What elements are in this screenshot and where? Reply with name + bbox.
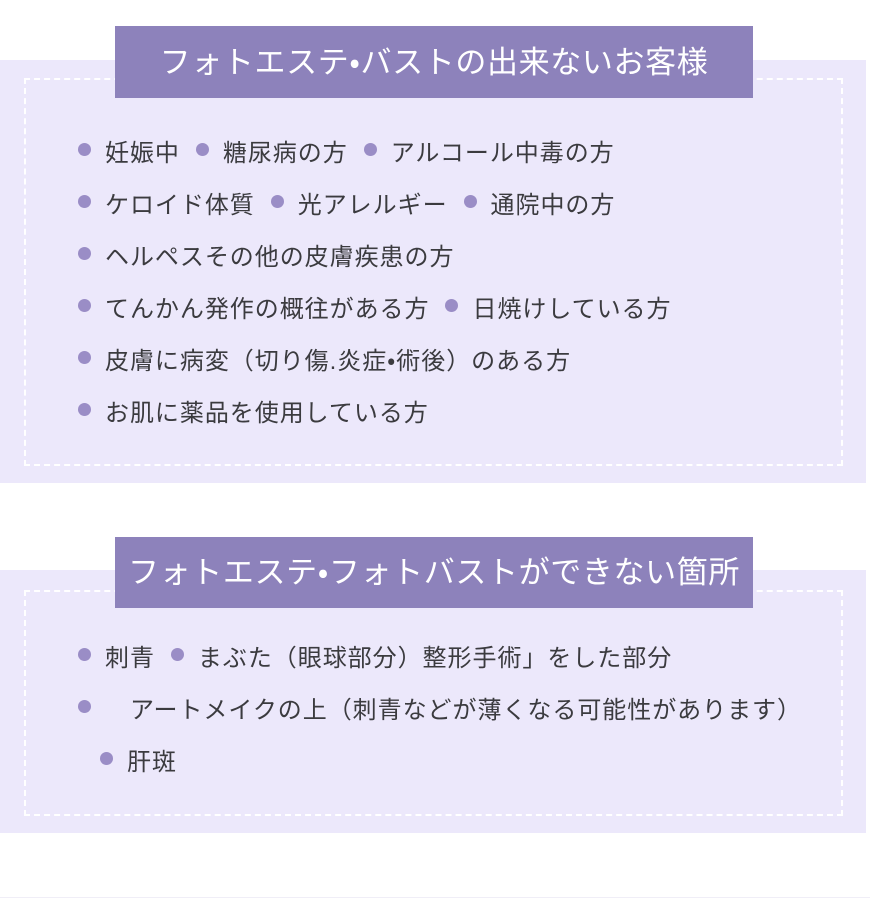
list-item: てんかん発作の概往がある方 日焼けしている方 [78, 284, 858, 336]
bullet-icon [195, 142, 209, 156]
section-header-ribbon-areas: フォトエステ・フォトバストができない箇所 [115, 537, 753, 608]
list-item-label: ヘルペスその他の皮膚疾患の方 [105, 244, 455, 271]
list-item-label: 皮膚に病変（切り傷.炎症・術後）のある方 [105, 348, 572, 375]
section-header-ribbon-restrictions: フォトエステ・バストの出来ないお客様 [115, 26, 753, 98]
list-item: アートメイクの上（刺青などが薄くなる可能性があります） 肝斑 [78, 685, 838, 789]
list-item-label: 光アレルギー [297, 192, 448, 219]
list-item-label: てんかん発作の概往がある方 [105, 296, 430, 323]
bullet-icon [78, 647, 91, 661]
list-item-label: ケロイド体質 [105, 192, 255, 219]
list-item: 妊娠中 糖尿病の方 アルコール中毒の方 [78, 128, 858, 180]
bullet-icon [78, 142, 91, 156]
bullet-icon [78, 350, 91, 364]
list-item-label: 糖尿病の方 [222, 140, 348, 167]
restriction-list: 妊娠中 糖尿病の方 アルコール中毒の方 ケロイド体質 光アレルギー 通院中の方 ヘルペス… [78, 128, 858, 440]
list-item: 刺青 まぶた（眼球部分）整形手術」をした部分 [78, 633, 838, 685]
bullet-icon [363, 142, 377, 156]
section-title-restrictions: フォトエステ・バストの出来ないお客様 [159, 44, 709, 80]
panel-background-areas [0, 570, 866, 833]
panel-background-restrictions [0, 60, 866, 483]
bullet-icon [78, 402, 91, 416]
bullet-icon [270, 194, 284, 208]
list-item-label: アルコール中毒の方 [390, 140, 615, 167]
area-list: 刺青 まぶた（眼球部分）整形手術」をした部分 アートメイクの上（刺青などが薄くなる… [78, 633, 838, 789]
list-item: ケロイド体質 光アレルギー 通院中の方 [78, 180, 858, 232]
section-title-areas: フォトエステ・フォトバストができない箇所 [128, 555, 740, 590]
bullet-icon [78, 699, 91, 713]
list-item-label: まぶた（眼球部分）整形手術」をした部分 [197, 645, 673, 672]
bullet-icon [78, 298, 91, 312]
list-item-label: 日焼けしている方 [472, 296, 672, 323]
list-item-label: 刺青 [105, 645, 155, 672]
list-item: ヘルペスその他の皮膚疾患の方 [78, 232, 858, 284]
list-item-label: お肌に薬品を使用している方 [105, 400, 429, 427]
list-item-label: 肝斑 [127, 749, 177, 776]
bullet-icon [445, 298, 459, 312]
bullet-icon [78, 194, 91, 208]
list-item-label: アートメイクの上（刺青などが薄くなる可能性があります） [105, 697, 802, 724]
bullet-icon [170, 647, 184, 661]
bullet-icon [463, 194, 477, 208]
list-item-label: 通院中の方 [490, 192, 616, 219]
bottom-divider [0, 897, 870, 898]
list-item: 皮膚に病変（切り傷.炎症・術後）のある方 [78, 336, 858, 388]
list-item: お肌に薬品を使用している方 [78, 388, 858, 440]
list-item-label: 妊娠中 [105, 140, 180, 167]
bullet-icon [100, 751, 113, 765]
bullet-icon [78, 246, 91, 260]
